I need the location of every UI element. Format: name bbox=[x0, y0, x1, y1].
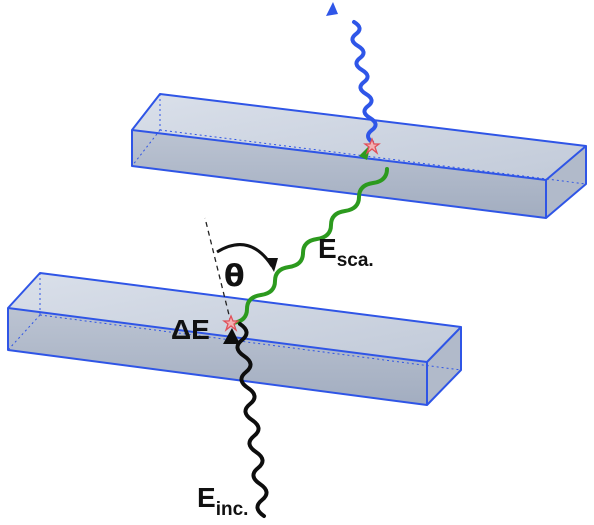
scattered-energy-sub: sca. bbox=[337, 250, 374, 271]
angle-arc-arrowhead-icon bbox=[266, 258, 278, 272]
outgoing-arrowhead-icon bbox=[326, 2, 338, 16]
lower-event-star-icon bbox=[222, 314, 240, 332]
incident-arrowhead-icon bbox=[223, 328, 240, 344]
lower-slab-hidden-edges bbox=[7, 273, 462, 371]
upper-detector-slab bbox=[131, 93, 587, 219]
incident-wave bbox=[235, 322, 269, 518]
upper-slab-hidden-edges bbox=[131, 94, 587, 185]
upper-slab-top-face bbox=[132, 94, 586, 180]
theta-label: θ bbox=[224, 259, 245, 294]
lower-slab-top-face bbox=[8, 273, 461, 362]
upper-slab-front-face bbox=[132, 130, 546, 218]
normal-reference-line bbox=[204, 217, 232, 324]
incident-energy-label: Einc. bbox=[197, 482, 248, 520]
lower-slab-front-face bbox=[8, 308, 427, 405]
scattered-wave bbox=[231, 167, 389, 325]
incident-energy-sub: inc. bbox=[216, 499, 249, 520]
upper-event-star-icon bbox=[363, 137, 381, 155]
outgoing-wave bbox=[350, 20, 378, 144]
lower-slab-edges bbox=[7, 272, 462, 406]
lower-detector-slab bbox=[7, 272, 462, 406]
incident-energy-main: E bbox=[197, 482, 216, 513]
upper-slab-edges bbox=[131, 93, 587, 219]
scattered-energy-label: Esca. bbox=[318, 233, 374, 271]
upper-slab-right-face bbox=[546, 146, 586, 218]
delta-e-label: ΔE bbox=[171, 314, 210, 345]
scattered-energy-main: E bbox=[318, 233, 337, 264]
lower-slab-right-face bbox=[427, 327, 461, 405]
